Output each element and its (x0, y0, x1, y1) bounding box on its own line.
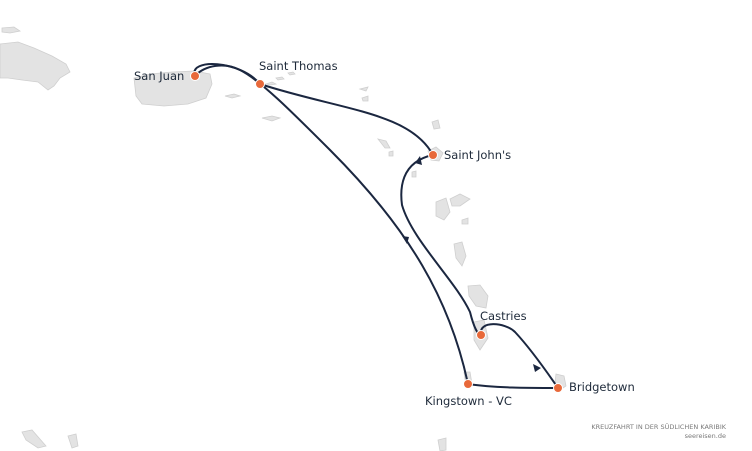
port-label-saint-johns: Saint John's (444, 148, 511, 162)
port-marker-saint-thomas[interactable] (255, 79, 265, 89)
montserrat-islet (411, 170, 417, 178)
marie-galante-islet (461, 217, 469, 225)
port-marker-castries[interactable] (476, 330, 486, 340)
hispaniola-island (0, 41, 71, 91)
port-marker-saint-johns[interactable] (428, 150, 438, 160)
route-direction-arrow-north (415, 156, 422, 165)
nevis-islet (388, 150, 394, 157)
route-saint-johns-to-castries (400, 154, 482, 336)
port-label-san-juan: San Juan (134, 69, 184, 83)
route-saint-thomas-to-saint-johns (259, 83, 434, 156)
guadeloupe-east (449, 193, 471, 207)
port-marker-san-juan[interactable] (190, 71, 200, 81)
barbuda-island (431, 119, 441, 130)
bottom-left-islet-1 (21, 429, 47, 449)
st-kitts-island (376, 138, 391, 149)
credit-title: KREUZFAHRT IN DER SÜDLICHEN KARIBIK (591, 423, 726, 431)
grenadines-islet (437, 437, 447, 451)
virgin-islet-3 (287, 71, 296, 76)
port-marker-kingstown[interactable] (463, 379, 473, 389)
port-markers (190, 71, 563, 393)
st-martin-islet (361, 95, 369, 102)
route-direction-arrow-northwest (533, 364, 541, 372)
cruise-route (193, 63, 559, 389)
guadeloupe-west (435, 197, 451, 221)
route-castries-to-bridgetown (479, 323, 559, 389)
anguilla-islet (358, 86, 369, 92)
port-label-bridgetown: Bridgetown (569, 380, 635, 394)
bottom-left-islet-2 (67, 433, 79, 449)
route-bridgetown-to-kingstown (467, 383, 559, 389)
port-label-kingstown: Kingstown - VC (425, 394, 512, 408)
map-credit: KREUZFAHRT IN DER SÜDLICHEN KARIBIK seer… (591, 423, 726, 441)
land-masses (0, 26, 567, 451)
vieques-island (224, 93, 242, 99)
st-croix-island (261, 115, 282, 122)
port-labels: San Juan Saint Thomas Saint John's Castr… (134, 59, 635, 408)
islet-top-left (1, 26, 22, 34)
martinique-island (467, 284, 489, 309)
port-label-castries: Castries (480, 309, 527, 323)
virgin-islet-2 (275, 76, 285, 81)
dominica-island (453, 241, 467, 267)
port-label-saint-thomas: Saint Thomas (259, 59, 338, 73)
route-kingstown-to-san-juan (194, 64, 469, 385)
route-direction-arrow-south (402, 236, 409, 244)
credit-source: seereisen.de (684, 432, 726, 440)
virgin-islet-1 (264, 81, 278, 86)
port-marker-bridgetown[interactable] (553, 383, 563, 393)
